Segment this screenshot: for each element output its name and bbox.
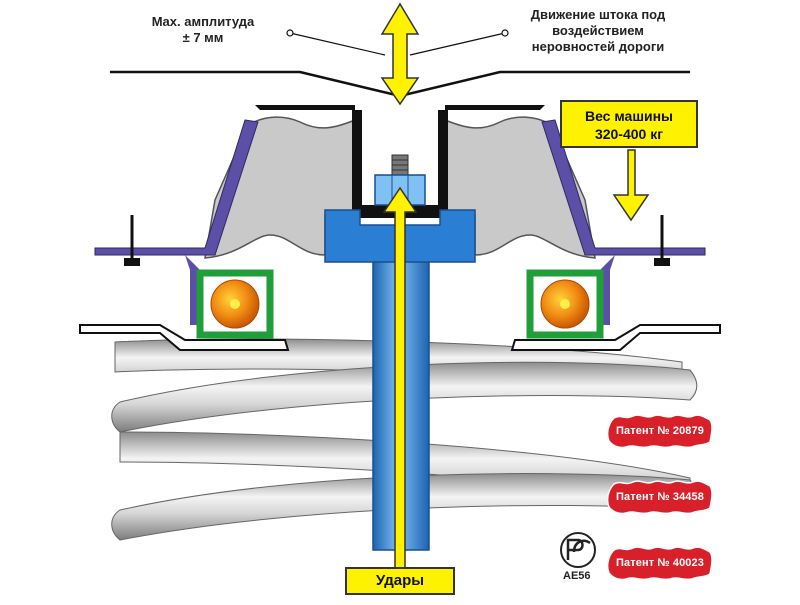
top-plate-left (255, 105, 355, 110)
rod-motion-line2: воздействием (552, 23, 644, 38)
car-weight-box: Вес машины 320-400 кг (560, 100, 698, 148)
center-cup (352, 110, 448, 218)
top-plate-right (445, 105, 545, 110)
max-amplitude-label: Max. амплитуда ± 7 мм (118, 14, 288, 46)
rod-motion-arrow (380, 2, 420, 106)
rst-certification-mark-icon (560, 532, 596, 568)
body-plate-right (541, 119, 706, 256)
patent-badge-shape (606, 546, 713, 580)
car-weight-line2: 320-400 кг (594, 126, 664, 142)
max-amplitude-line1: Max. амплитуда (151, 14, 255, 29)
body-plate-left (94, 119, 259, 256)
rod-motion-line3: неровностей дороги (531, 39, 665, 54)
spring-seat-left (79, 324, 290, 351)
mount-bolts (124, 215, 670, 266)
patent-badge-1: Патент № 20879 (606, 414, 714, 448)
bearing-left (196, 269, 274, 339)
patent-3-text: Патент № 40023 (616, 557, 704, 569)
patent-1-text: Патент № 20879 (616, 425, 704, 437)
body-flange-left (185, 255, 200, 325)
patent-badge-shape (606, 414, 713, 448)
patent-badge-shape (606, 480, 713, 514)
body-flange-right (600, 255, 615, 325)
patent-badge-2: Патент № 34458 (606, 480, 714, 514)
car-weight-line1: Вес машины (584, 108, 674, 124)
car-weight-arrow (612, 149, 650, 222)
patent-badge-3: Патент № 40023 (606, 546, 714, 580)
spring-seat-right (510, 324, 721, 351)
impacts-label: Удары (375, 572, 425, 589)
certification-code: АЕ56 (563, 570, 591, 582)
callout-leaders (286, 29, 509, 56)
rod-motion-line1: Движение штока под (530, 7, 666, 22)
rod-motion-label: Движение штока под воздействием неровнос… (503, 7, 693, 55)
patent-2-text: Патент № 34458 (616, 491, 704, 503)
bearing-right (526, 269, 604, 339)
rod-thread (391, 154, 409, 178)
max-amplitude-line2: ± 7 мм (182, 30, 224, 45)
impacts-box: Удары (345, 567, 455, 595)
